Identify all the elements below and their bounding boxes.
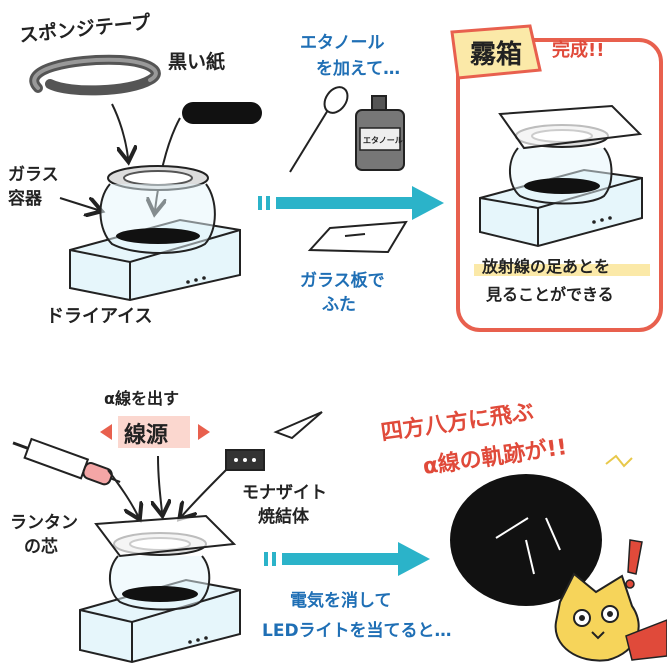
arrow-monazite-to-jar [182, 469, 227, 516]
sponge-tape-ring-icon [29, 54, 161, 96]
monazite-line1: モナザイト [242, 483, 327, 503]
lantern-mantle-line2: の芯 [24, 536, 58, 557]
alpha-emit-label: α線を出す [104, 389, 179, 408]
black-paper-strip-icon [182, 102, 262, 124]
teal-arrow-bottom [264, 542, 430, 576]
lights-note-line2: LEDライトを当てると… [262, 620, 452, 641]
completed-chamber-icon [479, 104, 643, 248]
dropper-icon [289, 86, 349, 173]
alpha-track-3 [545, 517, 561, 551]
source-arrow-left [100, 424, 112, 440]
alpha-track-2 [525, 539, 535, 575]
radiation-source-label: 線源 [124, 422, 168, 448]
exclamation-icon [625, 539, 643, 589]
arrow-mantle-to-jar [107, 469, 138, 516]
ethanol-bottle-label: エタノール [363, 135, 403, 145]
radiation-source-box [118, 416, 190, 448]
teal-arrow-top [258, 186, 444, 220]
ethanol-bottle-icon: エタノール [355, 95, 405, 171]
radiation-caption-line2: 見ることができる [485, 285, 614, 304]
glass-plate-note-line2: ふた [322, 295, 356, 315]
alpha-tracks-line2: α線の軌跡が!! [421, 434, 568, 480]
cloud-chamber-title: 霧箱 [470, 39, 522, 70]
glass-container-icon [99, 165, 216, 254]
monazite-block-icon [225, 449, 265, 471]
alpha-tracks-line1: 四方八方に飛ぶ [379, 399, 535, 446]
glass-container-label-line2: 容器 [8, 188, 43, 209]
radiation-caption-line1: 放射線の足あとを [481, 257, 610, 276]
sponge-tape-label: スポンジテープ [18, 10, 153, 47]
ethanol-note-line2: を加えて… [316, 59, 400, 79]
dry-ice-label: ドライアイス [46, 306, 153, 327]
glass-plate-note-line1: ガラス板で [300, 270, 385, 291]
lights-note-line1: 電気を消して [290, 590, 392, 611]
cat-scarf [625, 619, 667, 661]
arrow-label-to-jar [59, 198, 98, 210]
completed-chamber-frame [456, 38, 663, 332]
black-paper-label: 黒い紙 [168, 50, 225, 73]
complete-label: 完成!! [552, 39, 604, 61]
caption-highlight [474, 264, 650, 276]
title-badge [450, 24, 542, 80]
ethanol-note-line1: エタノール [300, 33, 385, 53]
glass-plate-icon [307, 220, 408, 254]
tweezers-icon [273, 411, 323, 440]
monazite-line2: 焼結体 [258, 506, 310, 527]
arrow-tape-to-jar [111, 103, 128, 158]
cat-face-icon [554, 572, 667, 662]
source-arrow-right [198, 424, 210, 440]
glass-container-label-line1: ガラス [8, 165, 59, 185]
alpha-track-1 [495, 517, 529, 539]
sparkle-marks [605, 454, 633, 468]
bottom-chamber-icon [79, 514, 241, 664]
lantern-mantle-line1: ランタン [10, 513, 78, 533]
glass-plate-shine [344, 233, 366, 237]
arrow-source-to-jar [158, 455, 162, 512]
syringe-icon [12, 437, 121, 486]
